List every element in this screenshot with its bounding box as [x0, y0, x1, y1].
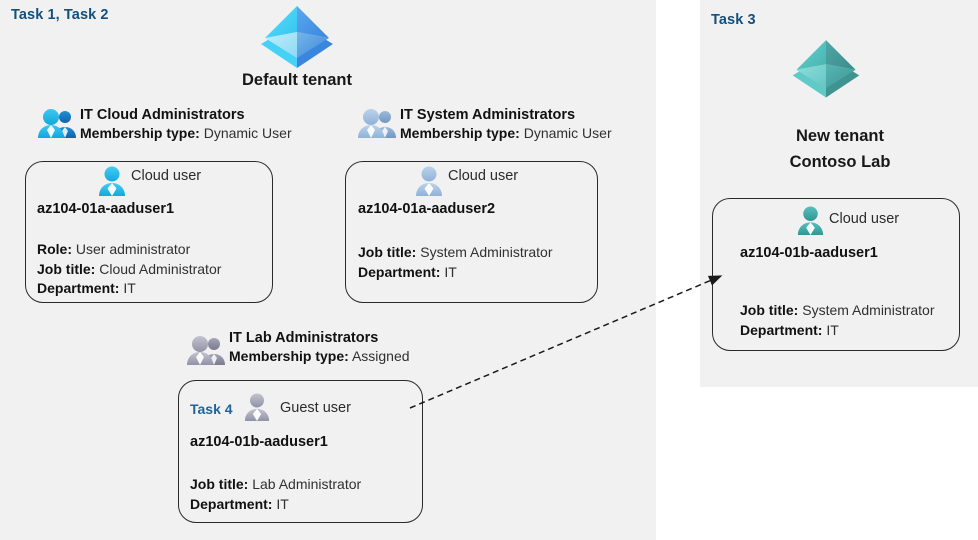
- card-prop-label: Job title:: [740, 302, 799, 318]
- card-user-type: Cloud user: [448, 168, 519, 184]
- group-users-icon: [37, 107, 77, 139]
- guest-user-icon: [243, 392, 271, 422]
- card-user-type: Cloud user: [131, 168, 202, 184]
- new-tenant-icon: [789, 36, 863, 98]
- card-prop-job-title: Job title: Cloud Administrator: [37, 260, 221, 280]
- card-prop-label: Role:: [37, 241, 72, 257]
- card-task-label-4: Task 4: [190, 401, 233, 417]
- group-membership-type: Membership type: Dynamic User: [400, 124, 612, 143]
- default-tenant-panel: [0, 0, 656, 540]
- card-prop-department: Department: IT: [358, 263, 553, 283]
- default-tenant-title: Default tenant: [241, 71, 352, 89]
- card-prop-label: Department:: [37, 280, 120, 296]
- task-label-3: Task 3: [711, 12, 756, 28]
- group-membership-value: Assigned: [351, 348, 410, 364]
- user-card-az104-01b-aaduser1-guest[interactable]: [178, 380, 423, 523]
- card-prop-value: IT: [826, 321, 839, 338]
- group-membership-label: Membership type:: [400, 125, 520, 141]
- card-properties: Job title: System Administrator Departme…: [358, 243, 553, 282]
- default-tenant-icon: [257, 2, 337, 68]
- card-prop-value: System Administrator: [420, 244, 553, 260]
- card-prop-label: Department:: [740, 321, 823, 338]
- cloud-user-icon: [414, 165, 444, 197]
- card-user-type: Guest user: [280, 400, 351, 416]
- card-prop-department: Department: IT: [740, 321, 935, 341]
- group-name: IT Lab Administrators: [229, 330, 379, 346]
- new-tenant-title-line1: New tenant: [795, 127, 884, 145]
- card-upn: az104-01b-aaduser1: [190, 434, 328, 450]
- group-it-system-administrators: IT System Administrators Membership type…: [400, 107, 612, 143]
- group-users-icon: [186, 334, 226, 366]
- card-upn: az104-01a-aaduser2: [358, 201, 496, 217]
- group-membership-label: Membership type:: [229, 348, 349, 364]
- card-prop-value: Cloud Administrator: [99, 260, 222, 277]
- card-prop-value: IT: [444, 263, 457, 280]
- card-prop-label: Department:: [358, 263, 441, 280]
- new-tenant-title-line2: Contoso Lab: [789, 153, 891, 171]
- card-prop-value: System Administrator: [802, 302, 935, 318]
- task-label-1-2: Task 1, Task 2: [11, 7, 109, 23]
- card-properties: Job title: System Administrator Departme…: [740, 301, 935, 340]
- group-users-icon: [357, 107, 397, 139]
- card-prop-label: Job title:: [190, 476, 249, 492]
- group-membership-value: Dynamic User: [203, 125, 292, 141]
- group-membership-label: Membership type:: [80, 125, 200, 141]
- group-membership-type: Membership type: Dynamic User: [80, 124, 292, 143]
- cloud-user-icon: [796, 205, 825, 236]
- card-prop-job-title: Job title: System Administrator: [358, 243, 553, 263]
- card-prop-label: Department:: [190, 495, 273, 512]
- card-prop-department: Department: IT: [190, 495, 361, 515]
- card-prop-value: User administrator: [75, 241, 191, 257]
- group-it-cloud-administrators: IT Cloud Administrators Membership type:…: [80, 107, 292, 143]
- group-membership-value: Dynamic User: [523, 125, 612, 141]
- group-name: IT System Administrators: [400, 107, 576, 123]
- group-name: IT Cloud Administrators: [80, 107, 245, 123]
- user-card-az104-01a-aaduser1[interactable]: [25, 161, 273, 303]
- card-prop-job-title: Job title: Lab Administrator: [190, 475, 361, 495]
- card-upn: az104-01a-aaduser1: [37, 201, 175, 217]
- card-properties: Job title: Lab Administrator Department:…: [190, 475, 361, 514]
- group-it-lab-administrators: IT Lab Administrators Membership type: A…: [229, 330, 410, 366]
- card-properties: Role: User administrator Job title: Clou…: [37, 240, 221, 299]
- card-prop-role: Role: User administrator: [37, 240, 221, 260]
- card-prop-value: IT: [276, 495, 289, 512]
- card-prop-department: Department: IT: [37, 279, 221, 299]
- card-upn: az104-01b-aaduser1: [740, 245, 878, 261]
- user-card-az104-01b-aaduser1-cloud[interactable]: [712, 198, 960, 351]
- card-prop-value: IT: [123, 280, 136, 296]
- card-prop-value: Lab Administrator: [252, 476, 362, 492]
- cloud-user-icon: [97, 165, 127, 197]
- card-prop-label: Job title:: [37, 260, 96, 277]
- card-prop-job-title: Job title: System Administrator: [740, 301, 935, 321]
- card-prop-label: Job title:: [358, 244, 417, 260]
- group-membership-type: Membership type: Assigned: [229, 347, 410, 366]
- card-user-type: Cloud user: [829, 211, 900, 227]
